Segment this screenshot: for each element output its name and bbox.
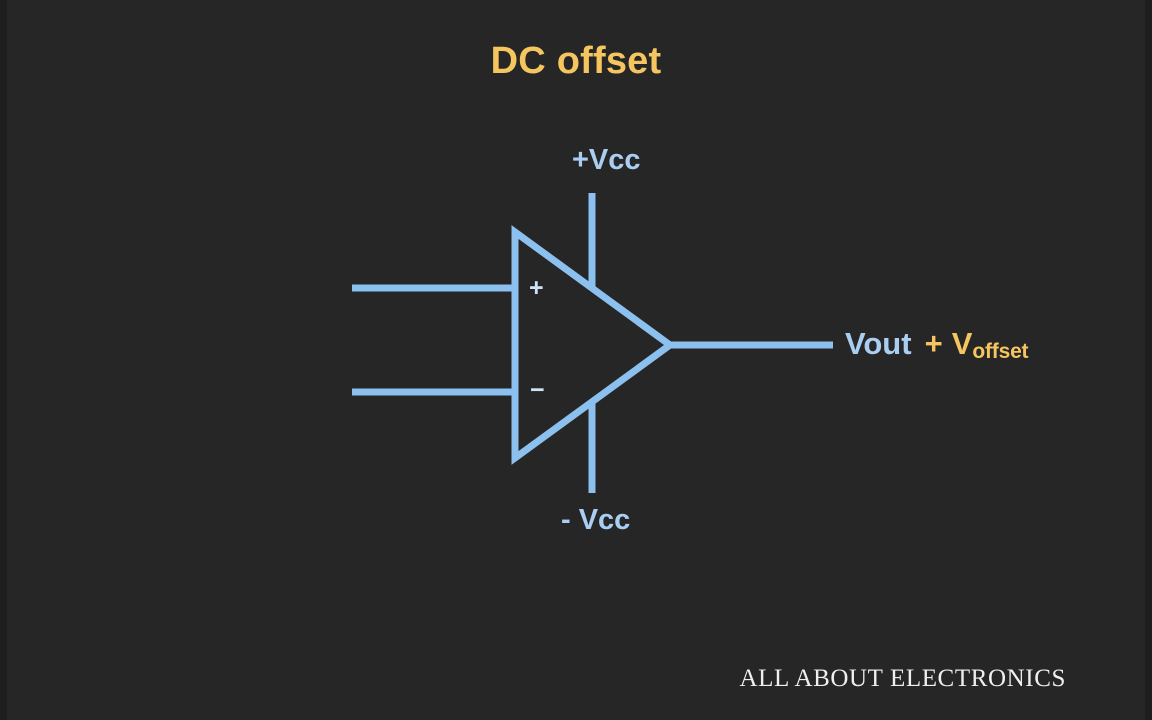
opamp-triangle-body — [511, 225, 676, 465]
negative-supply-label: - Vcc — [561, 504, 631, 536]
output-expression: Vout +Voffset — [845, 326, 1029, 363]
noninverting-input-label: + — [529, 274, 544, 302]
watermark: ALL ABOUT ELECTRONICS — [739, 665, 1066, 692]
output-voffset-symbol: V — [951, 326, 973, 361]
positive-supply-label: +Vcc — [572, 144, 641, 176]
page-title: DC offset — [490, 40, 662, 82]
left-edge-band — [0, 0, 7, 720]
output-voffset-subscript: offset — [972, 340, 1029, 363]
output-vout-term: Vout — [845, 326, 912, 361]
output-plus-operator: + — [924, 326, 943, 361]
inverting-input-label: − — [530, 376, 545, 404]
right-edge-band — [1145, 0, 1152, 720]
